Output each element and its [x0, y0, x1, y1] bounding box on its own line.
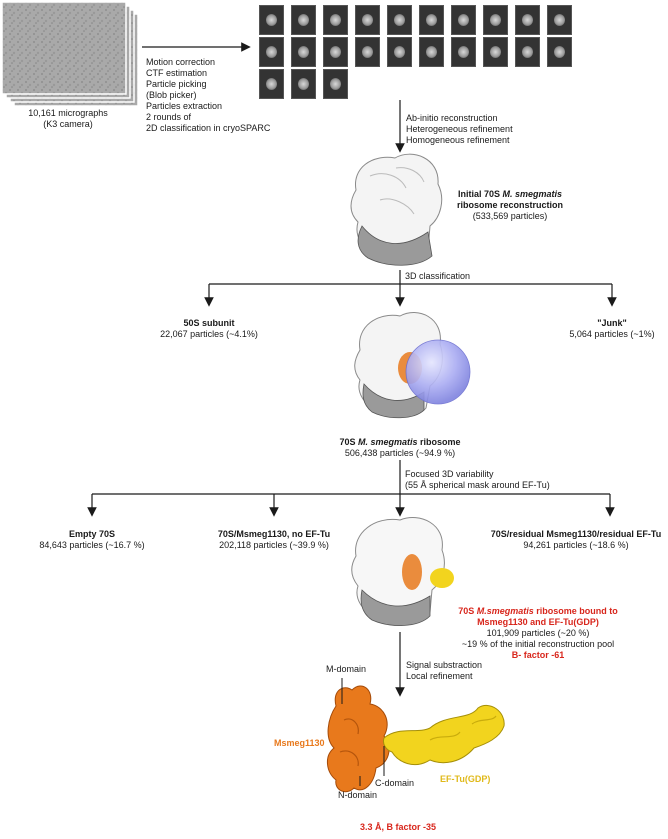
class-junk-particles: 5,064 particles (~1%): [569, 329, 655, 339]
bound-title: 70S: [458, 606, 477, 616]
class-average-tile: [387, 5, 412, 35]
step-local-refinement: Local refinement: [406, 671, 473, 681]
micrographs-count: 10,161 micrographs: [28, 108, 108, 118]
bound-pool-fraction: ~19 % of the initial reconstruction pool: [461, 639, 615, 649]
classification-tree: [204, 270, 617, 307]
class-junk: "Junk" 5,064 particles (~1%): [560, 318, 664, 340]
variability-label: Focused 3D variability (55 Å spherical m…: [405, 469, 550, 491]
class-average-tile: [451, 5, 476, 35]
class-average-tile: [259, 5, 284, 35]
class-average-tile: [323, 37, 348, 67]
variability-mask: (55 Å spherical mask around EF-Tu): [405, 480, 550, 490]
label-msmeg1130: Msmeg1130: [274, 738, 325, 748]
micrograph-stack: [1, 1, 139, 107]
final-resolution: 3.3 Å, B factor -35: [360, 822, 437, 832]
micrographs-label: 10,161 micrographs (K3 camera): [8, 108, 128, 130]
initial-map-label: Initial 70S M. smegmatis ribosome recons…: [446, 189, 574, 222]
subclass-empty: Empty 70S 84,643 particles (~16.7 %): [28, 529, 156, 551]
class-70s-particles: 506,438 particles (~94.9 %): [344, 448, 456, 458]
bound-class: 70S M.smegmatis ribosome bound to Msmeg1…: [450, 606, 626, 661]
class-average-tile: [323, 5, 348, 35]
local-steps: Signal substraction Local refinement: [406, 660, 482, 682]
step-blob-picker: (Blob picker): [146, 90, 197, 100]
bound-subtitle: Msmeg1130 and EF-Tu(GDP): [477, 617, 599, 627]
class-50s-particles: 22,067 particles (~4.1%): [160, 329, 258, 339]
subclass-no-eftu: 70S/Msmeg1130, no EF-Tu 202,118 particle…: [204, 529, 344, 551]
class-70s-suffix: ribosome: [417, 437, 461, 447]
step-2d-classification: 2D classification in cryoSPARC: [146, 123, 271, 133]
map-70s-with-mask: [354, 312, 471, 419]
class-average-tile: [291, 69, 316, 99]
class-average-tile: [323, 69, 348, 99]
class-average-tile: [515, 37, 540, 67]
class-average-tile: [259, 37, 284, 67]
class-50s-title: 50S subunit: [183, 318, 235, 328]
class-average-tile: [387, 37, 412, 67]
final-density-map: [327, 685, 505, 793]
subclass-residual-title: 70S/residual Msmeg1130/residual EF-Tu: [490, 529, 662, 539]
subclass-empty-title: Empty 70S: [68, 529, 116, 539]
class-average-tile: [291, 5, 316, 35]
variability-tree: [87, 493, 615, 517]
label-eftu-gdp: EF-Tu(GDP): [440, 774, 491, 784]
subclass-residual: 70S/residual Msmeg1130/residual EF-Tu 94…: [488, 529, 664, 551]
step-particle-picking: Particle picking: [146, 79, 207, 89]
initial-map-title: Initial 70S: [457, 189, 503, 199]
initial-map-image: [350, 153, 443, 266]
label-c-domain: C-domain: [375, 778, 415, 788]
class-average-tile: [547, 5, 572, 35]
bound-bfactor: B- factor -61: [511, 650, 565, 660]
bound-ribosome-map: [351, 517, 454, 626]
class-70s-title: 70S: [339, 437, 358, 447]
class-average-tile: [259, 69, 284, 99]
class-average-tile: [419, 37, 444, 67]
subclass-no-eftu-particles: 202,118 particles (~39.9 %): [219, 540, 329, 550]
bound-species: M.smegmatis: [476, 606, 534, 616]
class-average-tile: [483, 37, 508, 67]
class-junk-title: "Junk": [597, 318, 627, 328]
class-70s-species: M. smegmatis: [357, 437, 418, 447]
label-m-domain: M-domain: [326, 664, 367, 674]
domain-leader-lines: [341, 678, 385, 786]
bound-particles: 101,909 particles (~20 %): [486, 628, 590, 638]
reconstruction-steps: Ab-initio reconstruction Heterogeneous r…: [406, 113, 513, 146]
step-signal-subtraction: Signal substraction: [406, 660, 483, 670]
class-average-tile: [419, 5, 444, 35]
step-ctf-estimation: CTF estimation: [146, 68, 208, 78]
step-heterogeneous-refinement: Heterogeneous refinement: [406, 124, 513, 134]
class-average-tile: [291, 37, 316, 67]
step-homogeneous-refinement: Homogeneous refinement: [406, 135, 510, 145]
class-average-tile: [355, 5, 380, 35]
step-particles-extraction: Particles extraction: [146, 101, 223, 111]
class-average-tile: [547, 37, 572, 67]
class-average-tile: [451, 37, 476, 67]
step-2d-rounds: 2 rounds of: [146, 112, 192, 122]
micrographs-camera: (K3 camera): [43, 119, 93, 129]
subclass-empty-particles: 84,643 particles (~16.7 %): [39, 540, 145, 550]
subclass-residual-particles: 94,261 particles (~18.6 %): [523, 540, 629, 550]
class-average-tile: [515, 5, 540, 35]
bound-title-suffix: ribosome bound to: [533, 606, 618, 616]
class-50s: 50S subunit 22,067 particles (~4.1%): [150, 318, 268, 340]
preprocessing-steps: Motion correction CTF estimation Particl…: [146, 57, 270, 134]
initial-map-species: M. smegmatis: [502, 189, 563, 199]
initial-map-subtitle: ribosome reconstruction: [456, 200, 564, 210]
step-motion-correction: Motion correction: [146, 57, 216, 67]
class-average-tile: [355, 37, 380, 67]
subclass-no-eftu-title: 70S/Msmeg1130, no EF-Tu: [217, 529, 331, 539]
class-average-tile: [483, 5, 508, 35]
classification-label: 3D classification: [405, 271, 471, 281]
label-n-domain: N-domain: [338, 790, 378, 800]
class-70s: 70S M. smegmatis ribosome 506,438 partic…: [326, 437, 474, 459]
step-ab-initio: Ab-initio reconstruction: [406, 113, 498, 123]
variability-title: Focused 3D variability: [405, 469, 494, 479]
initial-map-particles: (533,569 particles): [472, 211, 548, 221]
